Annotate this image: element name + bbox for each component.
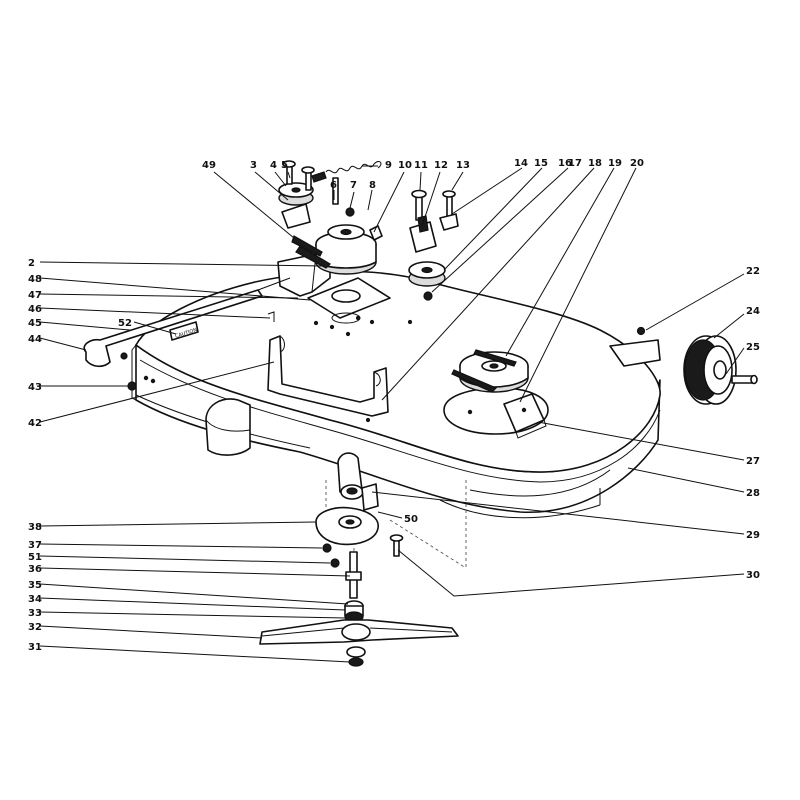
callout-24: 24 — [746, 306, 760, 317]
tension-spring — [325, 161, 382, 174]
callout-4: 4 — [270, 160, 277, 171]
callout-20: 20 — [630, 158, 644, 169]
callout-42: 42 — [28, 418, 42, 429]
callout-43: 43 — [28, 382, 42, 393]
callout-37: 37 — [28, 540, 42, 551]
callout-10: 10 — [398, 160, 412, 171]
callout-5: 5 — [281, 160, 288, 171]
callout-52: 52 — [118, 318, 132, 329]
callout-31: 31 — [28, 642, 42, 653]
callout-17: 17 — [568, 158, 582, 169]
callout-44: 44 — [28, 334, 42, 345]
callout-51: 51 — [28, 552, 42, 563]
nut — [345, 207, 355, 217]
callout-35: 35 — [28, 580, 42, 591]
callout-6: 6 — [330, 180, 337, 191]
callout-14: 14 — [514, 158, 528, 169]
drive-pulley-assembly — [291, 224, 377, 275]
right-spindle-assembly — [443, 349, 549, 439]
idler-pulley-left — [278, 160, 327, 229]
callout-46: 46 — [28, 304, 42, 315]
callout-28: 28 — [746, 488, 760, 499]
centre-spindle-plate — [307, 277, 413, 337]
deck-idler-pulley — [408, 261, 446, 301]
callout-27: 27 — [746, 456, 760, 467]
blade-assembly — [259, 480, 467, 667]
lift-handle — [83, 277, 291, 368]
callout-25: 25 — [746, 342, 760, 353]
callout-2: 2 — [28, 258, 35, 269]
callout-32: 32 — [28, 622, 42, 633]
callout-45: 45 — [28, 318, 42, 329]
callout-12: 12 — [434, 160, 448, 171]
callout-19: 19 — [608, 158, 622, 169]
callout-18: 18 — [588, 158, 602, 169]
leader-lines — [39, 165, 745, 663]
idler-arm-assembly — [409, 189, 459, 253]
callout-36: 36 — [28, 564, 42, 575]
callout-3: 3 — [250, 160, 257, 171]
callout-29: 29 — [746, 530, 760, 541]
callout-34: 34 — [28, 594, 42, 605]
callout-50: 50 — [404, 514, 418, 525]
callout-16: 16 — [558, 158, 572, 169]
callout-38: 38 — [28, 522, 42, 533]
callout-48: 48 — [28, 274, 42, 285]
callout-11: 11 — [414, 160, 428, 171]
wheel-assembly — [609, 326, 758, 405]
callout-7: 7 — [350, 180, 357, 191]
callout-13: 13 — [456, 160, 470, 171]
nut-43 — [127, 381, 137, 391]
callout-8: 8 — [369, 180, 376, 191]
spacer-bolt — [332, 177, 339, 205]
callout-49: 49 — [202, 160, 216, 171]
callout-22: 22 — [746, 266, 760, 277]
callout-labels: 49 3 4 5 6 7 8 9 10 11 12 13 14 15 16 17… — [28, 158, 760, 653]
hitch-bracket — [267, 335, 389, 423]
small-clip — [369, 225, 383, 241]
callout-30: 30 — [746, 570, 760, 581]
callout-47: 47 — [28, 290, 42, 301]
callout-15: 15 — [534, 158, 548, 169]
callout-33: 33 — [28, 608, 42, 619]
callout-9: 9 — [385, 160, 392, 171]
